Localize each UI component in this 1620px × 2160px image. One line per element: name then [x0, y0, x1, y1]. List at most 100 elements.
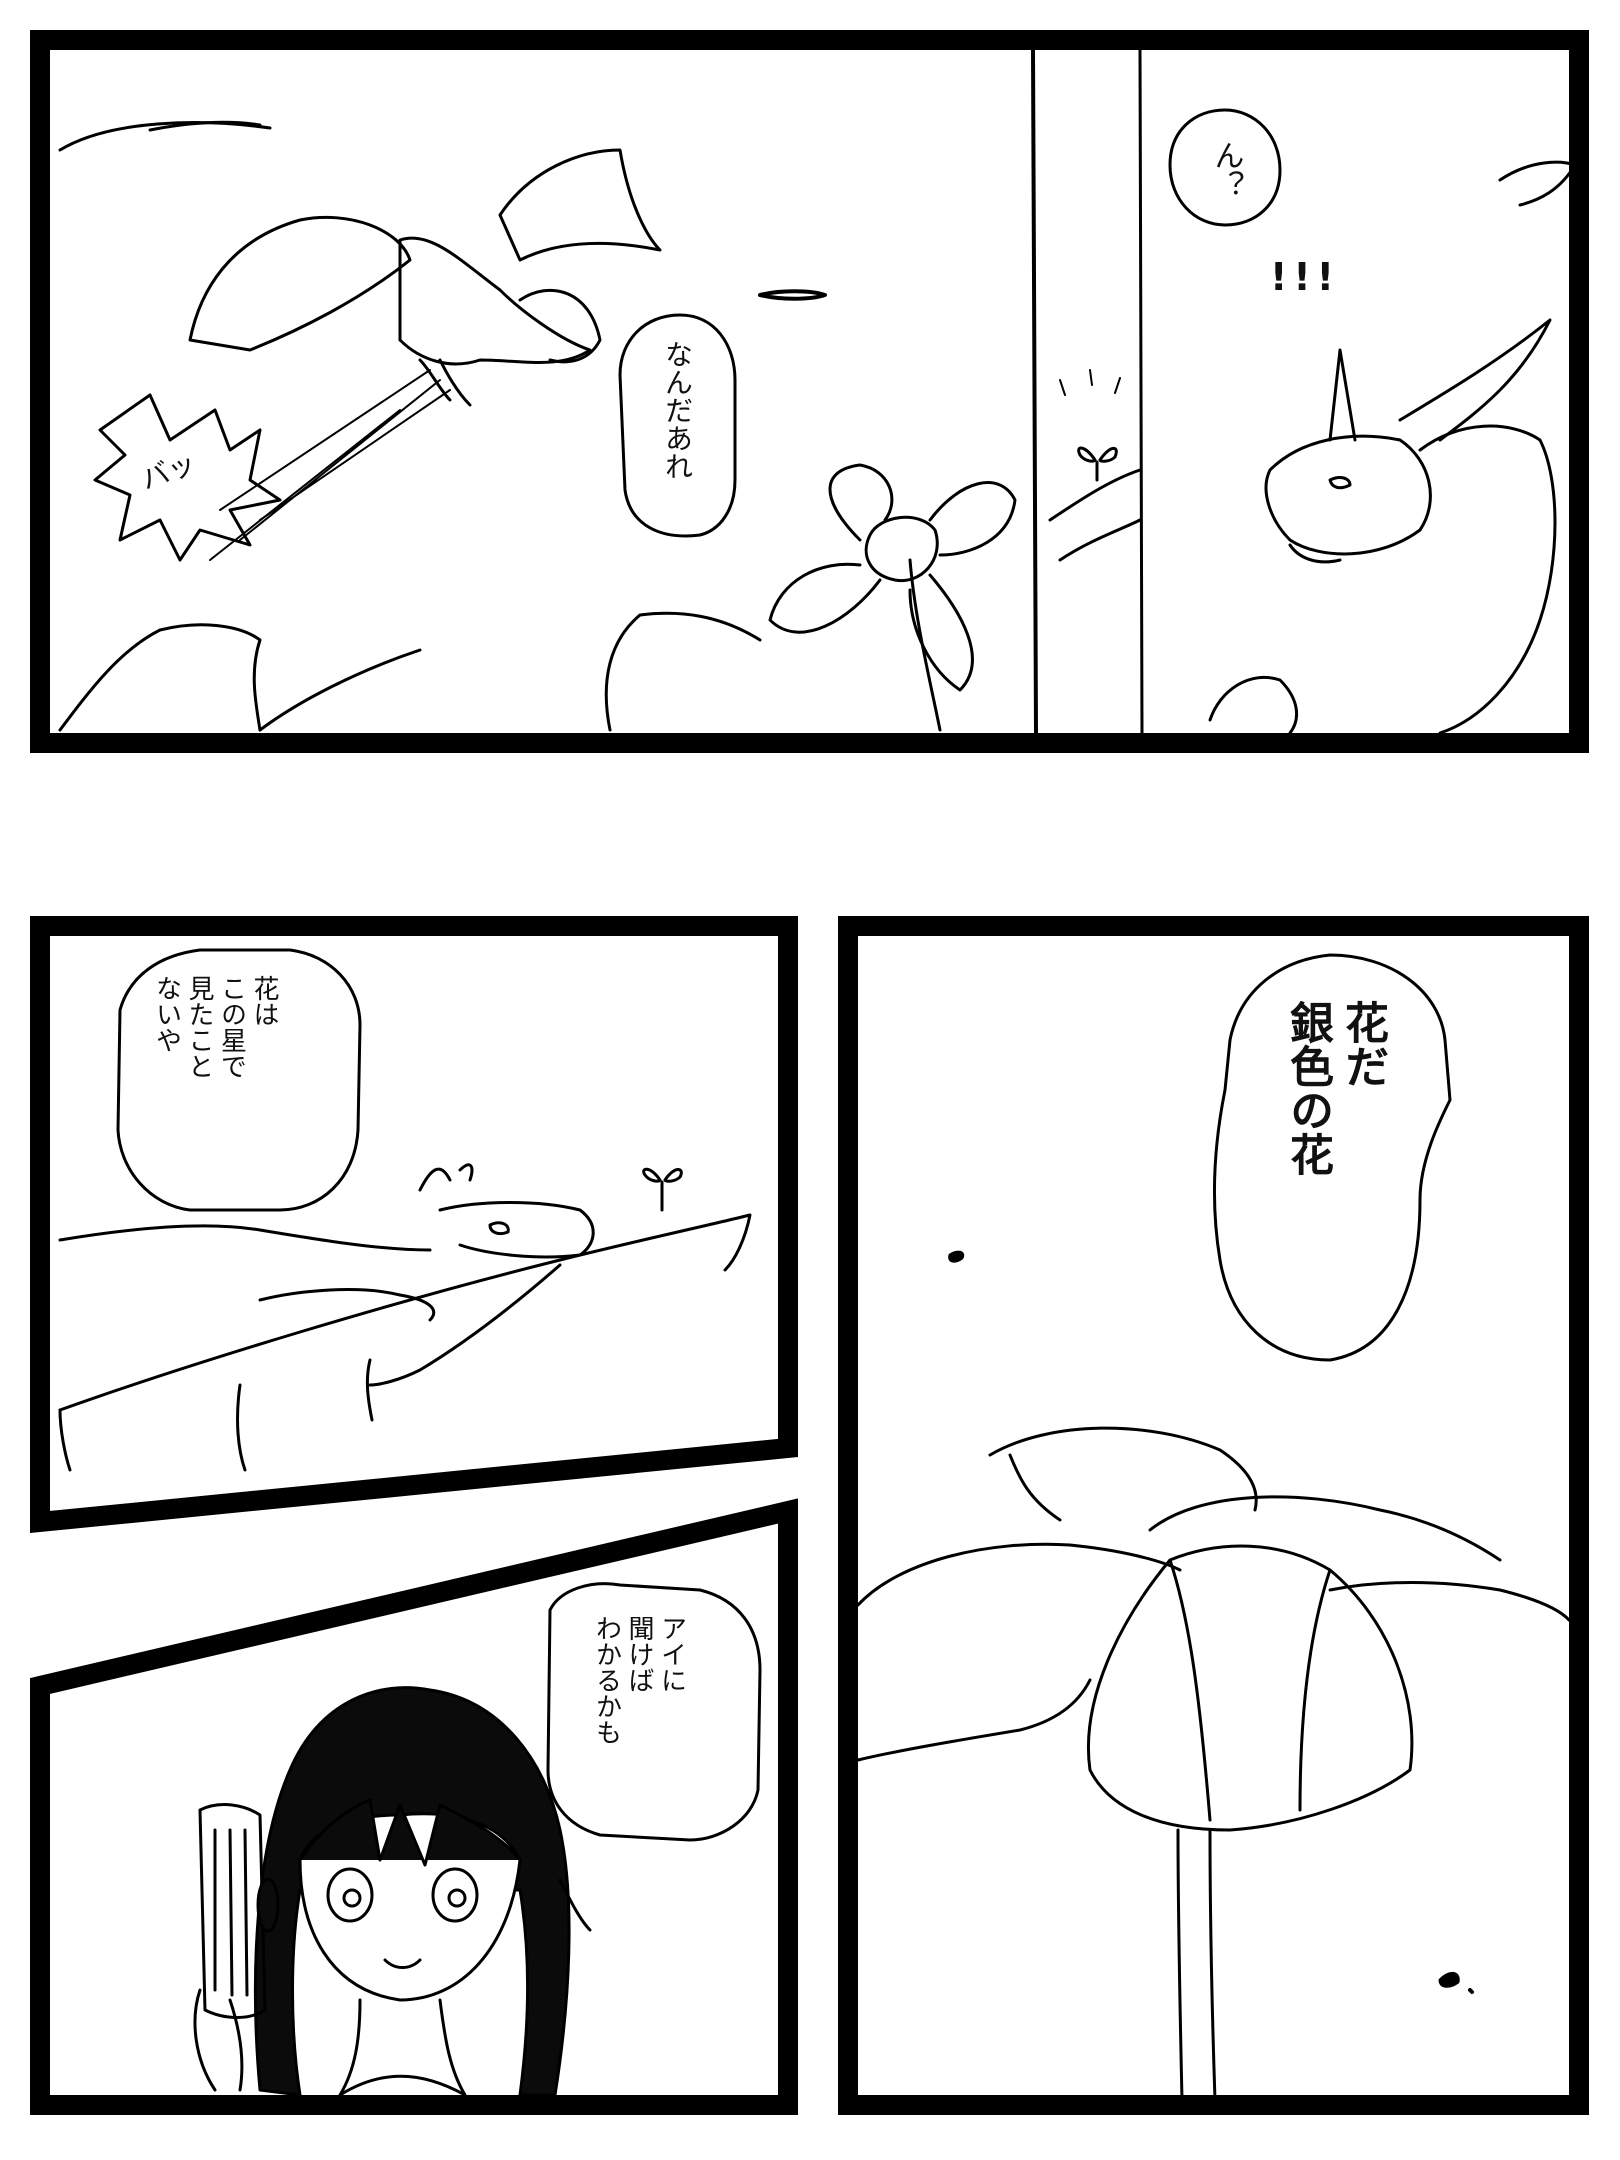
cliff-top	[58, 1213, 752, 1412]
dragon-lying-body	[58, 1224, 432, 1252]
text-hana-hoshi-line-4: ないや	[151, 975, 182, 1053]
dragon2-back-crest	[1498, 160, 1577, 207]
text-n: ん？	[1207, 140, 1245, 200]
girl-collar	[338, 2074, 467, 2097]
device	[198, 1803, 267, 2019]
text-ai-kikeba-line-1: アイに	[656, 1615, 687, 1693]
bubble-shape-nandaare	[618, 313, 737, 538]
panel-3-border	[30, 1498, 798, 2115]
trunk-line-right	[1138, 48, 1144, 735]
dragon-head	[518, 288, 602, 364]
big-petal-fold-1	[1168, 1558, 1212, 1822]
device-lines	[213, 1828, 249, 1997]
big-petal-curl	[1008, 1453, 1062, 1522]
sprout-p2	[642, 1167, 683, 1212]
girl-pupil-left	[342, 1888, 362, 1908]
trunk-line-left	[1031, 48, 1038, 735]
flower-stem-big	[1176, 1828, 1217, 2102]
cliff-face	[58, 1358, 374, 1472]
text-hana-hoshi: 花は この星で 見たこと ないや	[150, 975, 280, 1079]
flower-petal-4	[908, 573, 974, 692]
panel-2-border	[30, 916, 798, 1534]
dragon2-horn-back	[1398, 318, 1552, 442]
dragon-wing-right	[498, 148, 662, 262]
girl-mouth	[383, 1958, 422, 1969]
text-ai-kikeba-line-2: 聞けば	[624, 1615, 654, 1693]
text-hana-gin: 花だ 銀色の花	[1280, 1000, 1390, 1176]
text-nandaare-line-1: なんだあれ	[661, 340, 694, 480]
girl-eye-right	[431, 1867, 479, 1923]
big-petal-bulb	[1087, 1544, 1414, 1832]
sprout-sparkle	[1059, 369, 1121, 396]
dragon-lying-horns	[418, 1163, 474, 1192]
panel-2-art	[58, 1163, 752, 1472]
panel-4-art	[856, 1250, 1571, 2102]
dragon2-eye	[1328, 476, 1352, 490]
dragon2-head	[1264, 434, 1432, 556]
big-petal-right	[1328, 1581, 1571, 1622]
dragon-claw	[418, 358, 472, 407]
rock-ridge	[258, 648, 422, 732]
girl-neck	[338, 1998, 467, 2097]
bubble-shape-ai-kikeba	[546, 1582, 762, 1842]
bubble-shape-hana-gin	[1213, 953, 1452, 1362]
big-petal-bottom-left	[856, 1678, 1092, 1762]
dragon-lying-arm	[258, 1288, 436, 1322]
rock-mid	[604, 611, 762, 732]
girl-hand	[193, 1988, 244, 2092]
text-ai-kikeba-line-3: わかるかも	[591, 1615, 622, 1745]
sfx-surprise-text: !!!	[1270, 255, 1340, 299]
big-petal-top-right	[1148, 1495, 1502, 1562]
girl-pupil-right	[447, 1888, 467, 1908]
flower-center	[864, 515, 939, 583]
cliff-underside	[368, 1263, 562, 1387]
girl-bangs	[298, 1798, 522, 1867]
text-ai-kikeba: アイに 聞けば わかるかも	[590, 1615, 688, 1745]
text-hana-hoshi-line-3: 見たこと	[184, 975, 214, 1079]
girl-hair-strand	[558, 1878, 592, 1932]
cloud-left	[58, 121, 272, 152]
text-n-line-1: ん？	[1208, 140, 1244, 200]
rock-left	[58, 623, 262, 732]
panel-4-border	[838, 916, 1589, 2115]
big-petal-top	[988, 1426, 1258, 1512]
panel-1-border	[30, 30, 1589, 753]
dragon2-arm	[1208, 675, 1299, 735]
floating-petal-2	[1438, 1972, 1460, 1988]
dragon-body	[398, 236, 592, 366]
big-petal-left	[856, 1542, 1182, 1607]
text-hana-hoshi-line-2: この星で	[216, 975, 247, 1079]
climber-arm	[1048, 468, 1142, 562]
panel-3-art	[193, 1686, 592, 2097]
dragon-wing-left	[188, 215, 412, 352]
floating-dot	[1468, 1988, 1474, 1994]
floating-petal-1	[948, 1250, 965, 1263]
dragon2-horn	[1328, 348, 1357, 442]
speech-bubbles	[116, 108, 1452, 1842]
text-nandaare: なんだあれ	[660, 340, 695, 480]
cloud-streak	[148, 120, 262, 132]
text-hana-gin-line-1: 花だ	[1337, 1000, 1388, 1088]
sprout	[1077, 446, 1118, 482]
dragon-lying-head	[438, 1201, 595, 1259]
dragon2-neck	[1418, 424, 1557, 735]
flower-petal-2	[928, 481, 1017, 557]
dragon-lying-eye	[488, 1221, 510, 1236]
bubble-shape-hana-hoshi	[116, 948, 362, 1212]
dragon2-mouth	[1288, 543, 1342, 564]
flower-stem	[908, 558, 942, 732]
panel-borders	[30, 30, 1589, 2115]
panel-1-art	[58, 48, 1577, 735]
motion-lines	[209, 369, 451, 561]
device-speaker	[256, 1877, 280, 1933]
girl-eye-left	[326, 1867, 374, 1923]
flower-petal-1	[828, 463, 894, 542]
flower-petal-3	[768, 562, 882, 634]
cloud-small	[758, 289, 827, 301]
bubble-shape-n	[1168, 108, 1282, 227]
text-hana-gin-line-2: 銀色の花	[1282, 1000, 1333, 1176]
text-hana-hoshi-line-1: 花は	[249, 975, 279, 1027]
big-petal-fold-2	[1298, 1568, 1332, 1812]
